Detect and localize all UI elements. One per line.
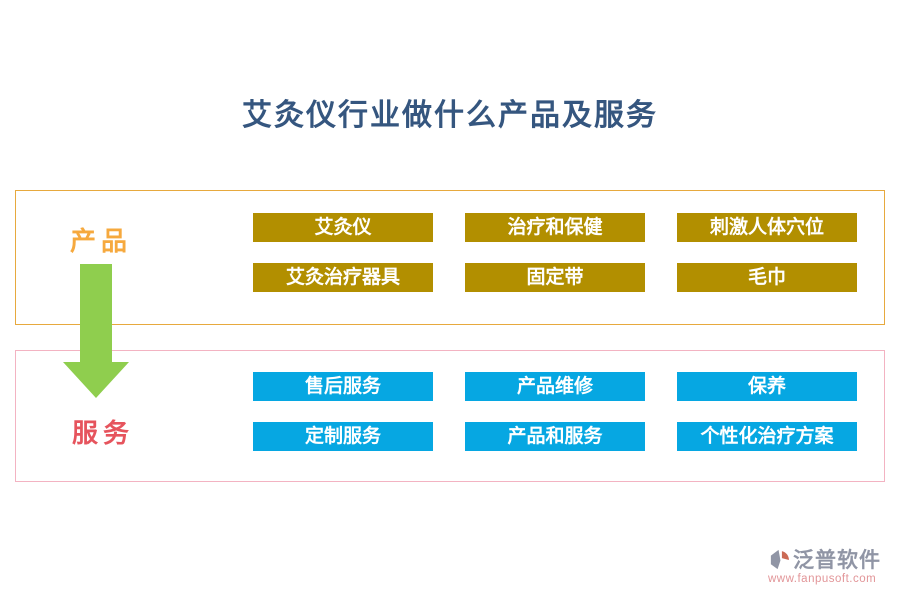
services-label: 服务 xyxy=(72,419,135,449)
service-item-pill: 产品维修 xyxy=(465,372,645,401)
products-section-box xyxy=(15,190,885,325)
service-item-pill: 个性化治疗方案 xyxy=(677,422,857,451)
down-arrow-icon xyxy=(63,362,129,398)
product-item-pill: 刺激人体穴位 xyxy=(677,213,857,242)
watermark: 泛普软件 www.fanpusoft.com xyxy=(768,548,893,586)
products-label: 产品 xyxy=(70,227,133,257)
down-arrow-shaft xyxy=(80,264,112,363)
service-item-pill: 定制服务 xyxy=(253,422,433,451)
fanpu-logo-icon xyxy=(770,549,789,570)
product-item-pill: 固定带 xyxy=(465,263,645,292)
page-title: 艾灸仪行业做什么产品及服务 xyxy=(242,98,658,133)
product-item-pill: 毛巾 xyxy=(677,263,857,292)
product-item-pill: 艾灸治疗器具 xyxy=(253,263,433,292)
service-buttons-grid: 售后服务 产品维修 保养定制服务 产品和服务 个性化治疗方案 xyxy=(253,372,857,451)
service-item-pill: 保养 xyxy=(677,372,857,401)
product-item-pill: 治疗和保健 xyxy=(465,213,645,242)
product-item-pill: 艾灸仪 xyxy=(253,213,433,242)
watermark-brand: 泛普软件 xyxy=(793,547,881,572)
service-item-pill: 售后服务 xyxy=(253,372,433,401)
watermark-url: www.fanpusoft.com xyxy=(768,573,877,585)
product-buttons-grid: 艾灸仪 治疗和保健 刺激人体穴位艾灸治疗器具 固定带 毛巾 xyxy=(253,213,857,292)
service-item-pill: 产品和服务 xyxy=(465,422,645,451)
